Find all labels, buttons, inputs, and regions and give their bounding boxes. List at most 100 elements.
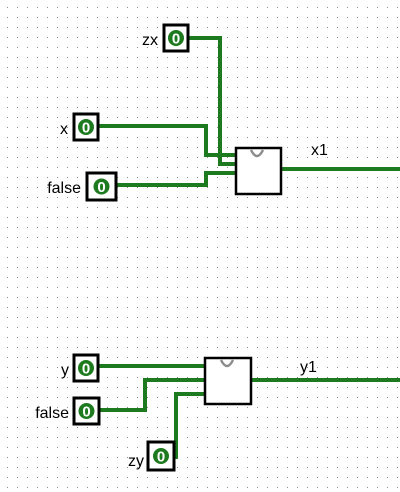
grid-dot: [307, 57, 308, 58]
grid-dot: [247, 87, 248, 88]
grid-dot: [187, 137, 188, 138]
grid-dot: [257, 87, 258, 88]
grid-dot: [357, 397, 358, 398]
grid-dot: [347, 477, 348, 478]
grid-dot: [217, 107, 218, 108]
grid-dot: [357, 277, 358, 278]
grid-dot: [107, 377, 108, 378]
grid-dot: [117, 377, 118, 378]
grid-dot: [247, 437, 248, 438]
grid-dot: [197, 277, 198, 278]
grid-dot: [77, 447, 78, 448]
grid-dot: [307, 477, 308, 478]
grid-dot: [87, 267, 88, 268]
grid-dot: [357, 237, 358, 238]
pin-zx[interactable]: 0: [162, 23, 190, 53]
grid-dot: [127, 197, 128, 198]
grid-dot: [137, 437, 138, 438]
grid-dot: [117, 447, 118, 448]
label-false-bottom: false: [35, 405, 69, 422]
grid-dot: [217, 27, 218, 28]
grid-dot: [287, 197, 288, 198]
grid-dot: [177, 177, 178, 178]
grid-dot: [257, 347, 258, 348]
grid-dot: [97, 287, 98, 288]
grid-dot: [297, 417, 298, 418]
grid-dot: [237, 427, 238, 428]
grid-dot: [97, 247, 98, 248]
grid-dot: [117, 47, 118, 48]
grid-dot: [227, 267, 228, 268]
grid-dot: [207, 447, 208, 448]
grid-dot: [67, 427, 68, 428]
grid-dot: [317, 337, 318, 338]
grid-dot: [317, 147, 318, 148]
grid-dot: [177, 87, 178, 88]
grid-dot: [207, 437, 208, 438]
grid-dot: [117, 267, 118, 268]
grid-dot: [237, 267, 238, 268]
grid-dot: [357, 447, 358, 448]
mux-bottom[interactable]: [203, 356, 253, 406]
grid-dot: [47, 87, 48, 88]
grid-dot: [137, 387, 138, 388]
pin-false-bottom[interactable]: 0: [72, 396, 101, 426]
grid-dot: [137, 267, 138, 268]
grid-dot: [57, 337, 58, 338]
grid-dot: [27, 167, 28, 168]
grid-dot: [207, 157, 208, 158]
grid-dot: [7, 407, 8, 408]
grid-dot: [357, 207, 358, 208]
grid-dot: [47, 27, 48, 28]
grid-dot: [287, 157, 288, 158]
grid-dot: [327, 77, 328, 78]
grid-dot: [187, 57, 188, 58]
grid-dot: [307, 377, 308, 378]
grid-dot: [47, 477, 48, 478]
grid-dot: [7, 477, 8, 478]
pin-zy[interactable]: 0: [146, 440, 176, 472]
grid-dot: [377, 217, 378, 218]
grid-dot: [167, 237, 168, 238]
grid-dot: [327, 207, 328, 208]
grid-dot: [17, 457, 18, 458]
grid-dot: [307, 197, 308, 198]
grid-dot: [137, 207, 138, 208]
grid-dot: [267, 77, 268, 78]
grid-dot: [7, 227, 8, 228]
grid-dot: [97, 17, 98, 18]
grid-dot: [257, 377, 258, 378]
grid-dot: [237, 57, 238, 58]
grid-dot: [297, 307, 298, 308]
label-x1: x1: [311, 142, 328, 159]
grid-dot: [97, 257, 98, 258]
grid-dot: [297, 287, 298, 288]
grid-dot: [87, 47, 88, 48]
grid-dot: [357, 127, 358, 128]
grid-dot: [317, 37, 318, 38]
grid-dot: [187, 437, 188, 438]
grid-dot: [307, 87, 308, 88]
mux-top[interactable]: [234, 146, 283, 196]
grid-dot: [187, 227, 188, 228]
grid-dot: [367, 267, 368, 268]
grid-dot: [147, 107, 148, 108]
grid-dot: [377, 447, 378, 448]
grid-dot: [237, 37, 238, 38]
grid-dot: [247, 27, 248, 28]
pin-false-top[interactable]: 0: [85, 171, 118, 202]
grid-dot: [327, 107, 328, 108]
pin-y[interactable]: 0: [72, 353, 100, 383]
grid-dot: [197, 447, 198, 448]
grid-dot: [347, 317, 348, 318]
grid-dot: [227, 237, 228, 238]
pin-x[interactable]: 0: [72, 112, 100, 142]
grid-dot: [57, 317, 58, 318]
grid-dot: [97, 457, 98, 458]
grid-dot: [357, 157, 358, 158]
grid-dot: [307, 307, 308, 308]
grid-dot: [47, 307, 48, 308]
grid-dot: [167, 67, 168, 68]
grid-dot: [27, 477, 28, 478]
grid-dot: [187, 447, 188, 448]
